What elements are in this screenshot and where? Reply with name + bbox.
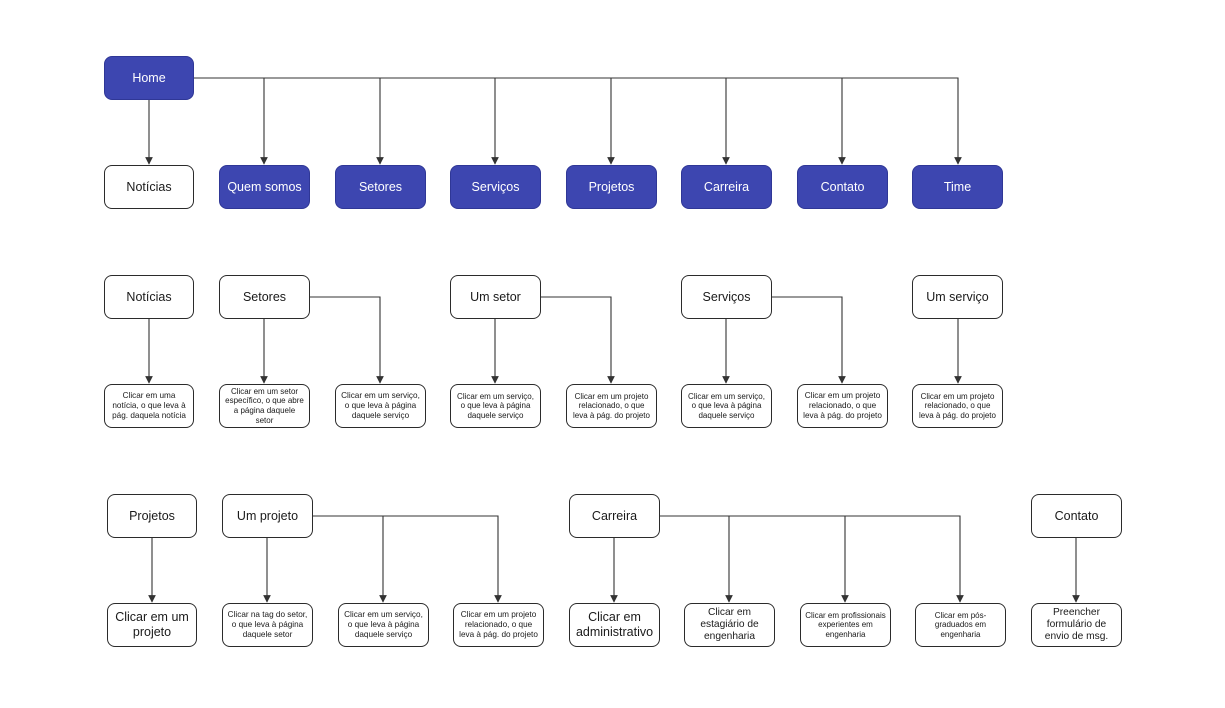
connector-carreira-desc-4 xyxy=(660,515,964,603)
connector-carreira-desc-3 xyxy=(660,515,849,603)
connector-um-projeto-desc-2 xyxy=(313,515,387,603)
node-desc-um-projeto-2: Clicar em um serviço, o que leva à págin… xyxy=(338,603,429,647)
connector-setores-desc-2 xyxy=(310,296,384,384)
node-r2-noticias: Notícias xyxy=(104,275,194,319)
node-r3-projetos: Projetos xyxy=(107,494,197,538)
connector-home-servicos xyxy=(194,77,499,165)
node-r2-setores: Setores xyxy=(219,275,310,319)
node-servicos: Serviços xyxy=(450,165,541,209)
node-desc-contato: Preencher formulário de envio de msg. xyxy=(1031,603,1122,647)
node-desc-um-setor-1: Clicar em um serviço, o que leva à págin… xyxy=(450,384,541,428)
node-desc-servicos-1: Clicar em um serviço, o que leva à págin… xyxy=(681,384,772,428)
node-carreira: Carreira xyxy=(681,165,772,209)
connector-home-time xyxy=(194,77,962,165)
connector-home-contato xyxy=(194,77,846,165)
node-r3-carreira: Carreira xyxy=(569,494,660,538)
node-desc-um-projeto-3: Clicar em um projeto relacionado, o que … xyxy=(453,603,544,647)
node-desc-servicos-2: Clicar em um projeto relacionado, o que … xyxy=(797,384,888,428)
connector-home-carreira xyxy=(194,77,730,165)
node-r2-servicos: Serviços xyxy=(681,275,772,319)
connector-home-setores xyxy=(194,77,384,165)
node-r2-um-servico: Um serviço xyxy=(912,275,1003,319)
connector-um-projeto-desc-3 xyxy=(313,515,502,603)
node-time: Time xyxy=(912,165,1003,209)
node-r2-um-setor: Um setor xyxy=(450,275,541,319)
node-noticias: Notícias xyxy=(104,165,194,209)
node-quem-somos: Quem somos xyxy=(219,165,310,209)
node-desc-noticias: Clicar em uma notícia, o que leva à pág.… xyxy=(104,384,194,428)
node-desc-carreira-4: Clicar em pós-graduados em engenharia xyxy=(915,603,1006,647)
node-desc-um-projeto-1: Clicar na tag do setor, o que leva à pág… xyxy=(222,603,313,647)
connector-home-projetos xyxy=(194,77,615,165)
connector-servicos-desc-2 xyxy=(772,296,846,384)
node-desc-projetos: Clicar em um projeto xyxy=(107,603,197,647)
node-contato: Contato xyxy=(797,165,888,209)
node-desc-um-setor-2: Clicar em um projeto relacionado, o que … xyxy=(566,384,657,428)
node-r3-um-projeto: Um projeto xyxy=(222,494,313,538)
node-home: Home xyxy=(104,56,194,100)
connector-home-quem-somos xyxy=(194,77,268,165)
node-desc-carreira-1: Clicar em administrativo xyxy=(569,603,660,647)
node-setores: Setores xyxy=(335,165,426,209)
node-desc-carreira-3: Clicar em profissionais experientes em e… xyxy=(800,603,891,647)
node-projetos: Projetos xyxy=(566,165,657,209)
node-desc-carreira-2: Clicar em estagiário de engenharia xyxy=(684,603,775,647)
node-desc-setores-1: Clicar em um setor específico, o que abr… xyxy=(219,384,310,428)
connector-carreira-desc-2 xyxy=(660,515,733,603)
node-r3-contato: Contato xyxy=(1031,494,1122,538)
node-desc-setores-2: Clicar em um serviço, o que leva à págin… xyxy=(335,384,426,428)
connector-um-setor-desc-2 xyxy=(541,296,615,384)
node-desc-um-servico: Clicar em um projeto relacionado, o que … xyxy=(912,384,1003,428)
